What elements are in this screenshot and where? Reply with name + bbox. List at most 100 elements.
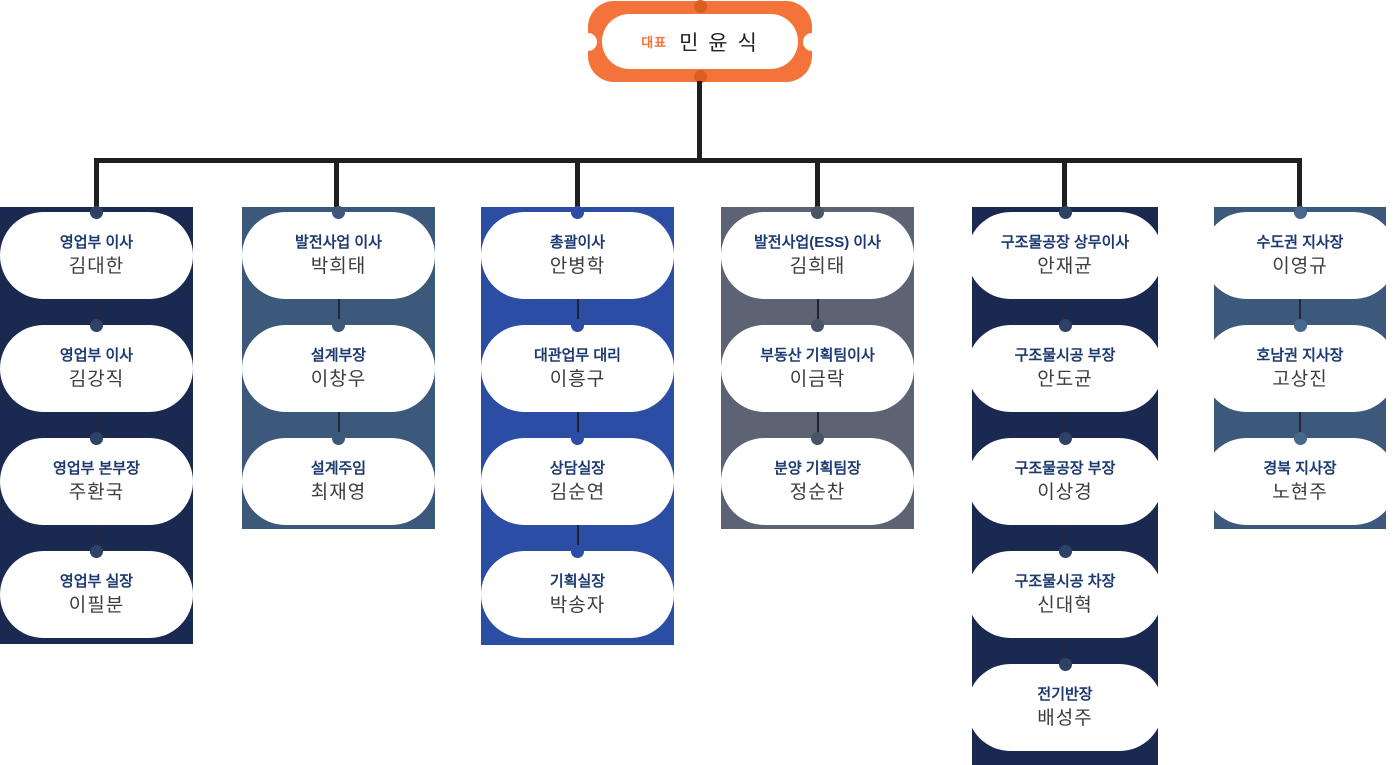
member-title: 영업부 실장 — [59, 573, 134, 590]
connector-line-drop — [815, 158, 820, 214]
connector-dot-icon — [90, 206, 103, 219]
member-name: 노현주 — [1272, 482, 1328, 503]
member-title: 구조물시공 부장 — [1014, 347, 1116, 364]
member-title: 구조물공장 부장 — [1014, 460, 1116, 477]
connector-dot-icon — [811, 432, 824, 445]
connector-dot-icon — [1058, 319, 1072, 332]
org-node: 총괄이사 안병학 — [481, 206, 674, 299]
connector-dot-icon — [1293, 206, 1307, 219]
connector-link-line — [576, 299, 579, 321]
org-node: 구조물시공 부장 안도균 — [967, 299, 1163, 412]
org-node: 구조물시공 차장 신대혁 — [967, 525, 1163, 638]
member-title: 경북 지사장 — [1263, 460, 1337, 477]
org-node: 설계부장 이창우 — [242, 299, 435, 412]
org-node: 영업부 이사 김대한 — [0, 206, 193, 299]
member-title: 총괄이사 — [549, 234, 606, 251]
connector-link-line — [1064, 525, 1066, 547]
member-name: 정순찬 — [789, 482, 846, 503]
org-node: 설계주임 최재영 — [242, 412, 435, 525]
connector-dot-icon — [90, 432, 103, 445]
connector-line-drop — [575, 158, 580, 214]
connector-dot-icon — [1058, 545, 1072, 558]
connector-link-line — [816, 299, 819, 321]
member-title: 전기반장 — [1037, 686, 1093, 703]
member-name: 이흥구 — [549, 369, 606, 390]
connector-link-line — [1064, 638, 1066, 660]
member-name: 이상경 — [1037, 482, 1093, 503]
member-title: 기획실장 — [549, 573, 606, 590]
org-node: 영업부 이사 김강직 — [0, 299, 193, 412]
column-general-management: 총괄이사 안병학 대관업무 대리 이흥구 상담실장 김순연 기획실장 박송자 — [481, 206, 674, 645]
org-node: 상담실장 김순연 — [481, 412, 674, 525]
member-name: 주환국 — [68, 482, 125, 503]
member-name: 김강직 — [68, 369, 125, 390]
connector-link-line — [95, 412, 98, 434]
connector-line-drop — [1297, 158, 1302, 214]
member-title: 발전사업(ESS) 이사 — [754, 234, 881, 251]
column-power-business: 발전사업 이사 박희태 설계부장 이창우 설계주임 최재영 — [242, 206, 435, 529]
connector-dot-icon — [1058, 432, 1072, 445]
org-node: 호남권 지사장 고상진 — [1203, 299, 1397, 412]
edge-notch — [579, 32, 597, 51]
connector-link-line — [576, 412, 579, 434]
connector-link-line — [95, 525, 98, 547]
connector-dot-icon — [332, 206, 345, 219]
member-title: 대관업무 대리 — [534, 347, 621, 364]
ceo-name: 민 윤 식 — [679, 31, 759, 55]
connector-line-drop — [334, 158, 339, 214]
member-title: 설계부장 — [310, 347, 367, 364]
org-node: 영업부 본부장 주환국 — [0, 412, 193, 525]
member-title: 부동산 기획팀이사 — [760, 347, 875, 364]
org-node: 수도권 지사장 이영규 — [1203, 206, 1397, 299]
member-name: 이창우 — [310, 369, 367, 390]
connector-dot-icon — [571, 545, 584, 558]
member-name: 김희태 — [789, 256, 846, 277]
connector-link-line — [1299, 412, 1301, 434]
column-sales: 영업부 이사 김대한 영업부 이사 김강직 영업부 본부장 주환국 영업부 실장… — [0, 206, 193, 644]
column-structure-factory: 구조물공장 상무이사 안재균 구조물시공 부장 안도균 구조물공장 부장 이상경… — [967, 206, 1163, 765]
connector-dot-icon — [90, 545, 103, 558]
connector-dot-icon — [90, 319, 103, 332]
member-name: 박희태 — [310, 256, 367, 277]
connector-dot-icon — [332, 319, 345, 332]
connector-link-line — [1064, 299, 1066, 321]
connector-dot-icon — [693, 70, 707, 83]
connector-dot-icon — [571, 319, 584, 332]
member-title: 수도권 지사장 — [1256, 234, 1344, 251]
member-title: 상담실장 — [549, 460, 606, 477]
connector-line-main — [697, 81, 702, 158]
org-node: 대관업무 대리 이흥구 — [481, 299, 674, 412]
ceo-title-label: 대표 — [641, 35, 668, 50]
edge-notch — [803, 32, 821, 51]
org-node: 영업부 실장 이필분 — [0, 525, 193, 638]
org-node: 발전사업(ESS) 이사 김희태 — [721, 206, 914, 299]
org-node: 발전사업 이사 박희태 — [242, 206, 435, 299]
member-title: 영업부 이사 — [59, 347, 134, 364]
connector-dot-icon — [571, 206, 584, 219]
member-name: 박송자 — [549, 595, 606, 616]
connector-link-line — [816, 412, 819, 434]
member-title: 구조물시공 차장 — [1014, 573, 1116, 590]
connector-line-bus — [94, 158, 1302, 163]
org-node: 전기반장 배성주 — [967, 638, 1163, 751]
member-name: 이영규 — [1272, 256, 1328, 277]
connector-link-line — [576, 525, 579, 547]
member-title: 설계주임 — [310, 460, 367, 477]
connector-dot-icon — [811, 206, 824, 219]
connector-link-line — [337, 299, 340, 321]
connector-dot-icon — [1293, 432, 1307, 445]
connector-dot-icon — [1058, 658, 1072, 671]
ceo-pill: 대표 민 윤 식 — [602, 14, 798, 69]
member-name: 최재영 — [310, 482, 367, 503]
connector-link-line — [1064, 412, 1066, 434]
member-name: 이필분 — [68, 595, 125, 616]
member-name: 안병학 — [549, 256, 606, 277]
column-branch-offices: 수도권 지사장 이영규 호남권 지사장 고상진 경북 지사장 노현주 — [1203, 206, 1397, 529]
connector-line-drop — [94, 158, 99, 214]
member-name: 이금락 — [789, 369, 846, 390]
member-title: 호남권 지사장 — [1256, 347, 1344, 364]
org-node: 구조물공장 상무이사 안재균 — [967, 206, 1163, 299]
connector-dot-icon — [811, 319, 824, 332]
connector-link-line — [1299, 299, 1301, 321]
